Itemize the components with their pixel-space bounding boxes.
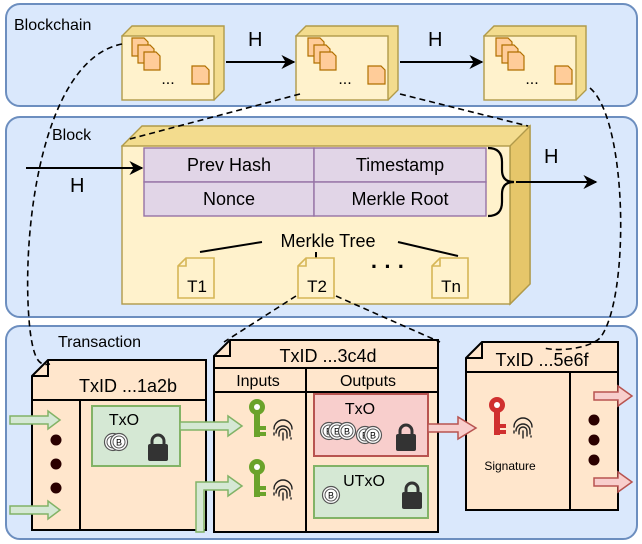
header-nonce: Nonce <box>203 189 255 209</box>
blockchain-panel-title: Blockchain <box>14 17 91 34</box>
tx1-id: TxID ...1a2b <box>79 376 177 396</box>
merkle-leaf-t2: T2 <box>297 257 335 299</box>
zoom-connectors <box>26 43 622 366</box>
tx2-txo-box: TxO <box>313 393 429 457</box>
red-flow-arrows <box>427 384 634 494</box>
tx1-txo-box: TxO <box>91 405 181 467</box>
tx2-utxo-box: UTxO <box>313 465 429 519</box>
block-panel-title: Block <box>52 127 92 144</box>
header-merkle-root: Merkle Root <box>351 189 448 209</box>
svg-text:UTxO: UTxO <box>343 473 385 490</box>
merkle-leaf-t1: T1 <box>177 257 215 299</box>
svg-text:TxO: TxO <box>109 412 139 429</box>
tx3-signature: Signature <box>484 459 536 473</box>
block-output-hash: H <box>544 146 558 168</box>
tx2-outputs-header: Outputs <box>340 373 396 390</box>
svg-text:...: ... <box>338 71 351 88</box>
block-input-hash: H <box>70 175 84 197</box>
block-header-table: Prev Hash Timestamp Nonce Merkle Root <box>143 147 487 217</box>
svg-text:T2: T2 <box>307 277 327 296</box>
tx-card-2: TxID ...3c4d Inputs Outputs TxO UTxO <box>213 339 439 533</box>
transaction-panel-title: Transaction <box>58 334 141 351</box>
chain-hash-label-2: H <box>428 29 442 51</box>
svg-text:...: ... <box>525 71 538 88</box>
svg-text:T1: T1 <box>187 277 207 296</box>
header-timestamp: Timestamp <box>356 155 444 175</box>
tx-card-1: TxID ...1a2b TxO <box>31 359 207 531</box>
header-prev-hash: Prev Hash <box>187 155 271 175</box>
chain-block-3: ... <box>482 25 587 101</box>
svg-text:...: ... <box>161 71 174 88</box>
chain-block-2: ... <box>294 25 399 101</box>
merkle-leaf-tn: Tn <box>431 257 469 299</box>
merkle-leaf-dots: · · · <box>371 254 405 279</box>
tx3-id: TxID ...5e6f <box>495 350 589 370</box>
svg-text:TxO: TxO <box>345 401 375 418</box>
tx-card-3: TxID ...5e6f Signature <box>465 341 619 511</box>
chain-block-1: ... <box>120 25 225 101</box>
chain-hash-label-1: H <box>248 29 262 51</box>
tx2-id: TxID ...3c4d <box>279 346 376 366</box>
tx2-inputs-header: Inputs <box>236 373 280 390</box>
header-brace <box>487 146 515 218</box>
svg-text:Tn: Tn <box>441 277 461 296</box>
green-flow-arrows <box>9 409 244 533</box>
merkle-tree-label: Merkle Tree <box>280 231 375 251</box>
